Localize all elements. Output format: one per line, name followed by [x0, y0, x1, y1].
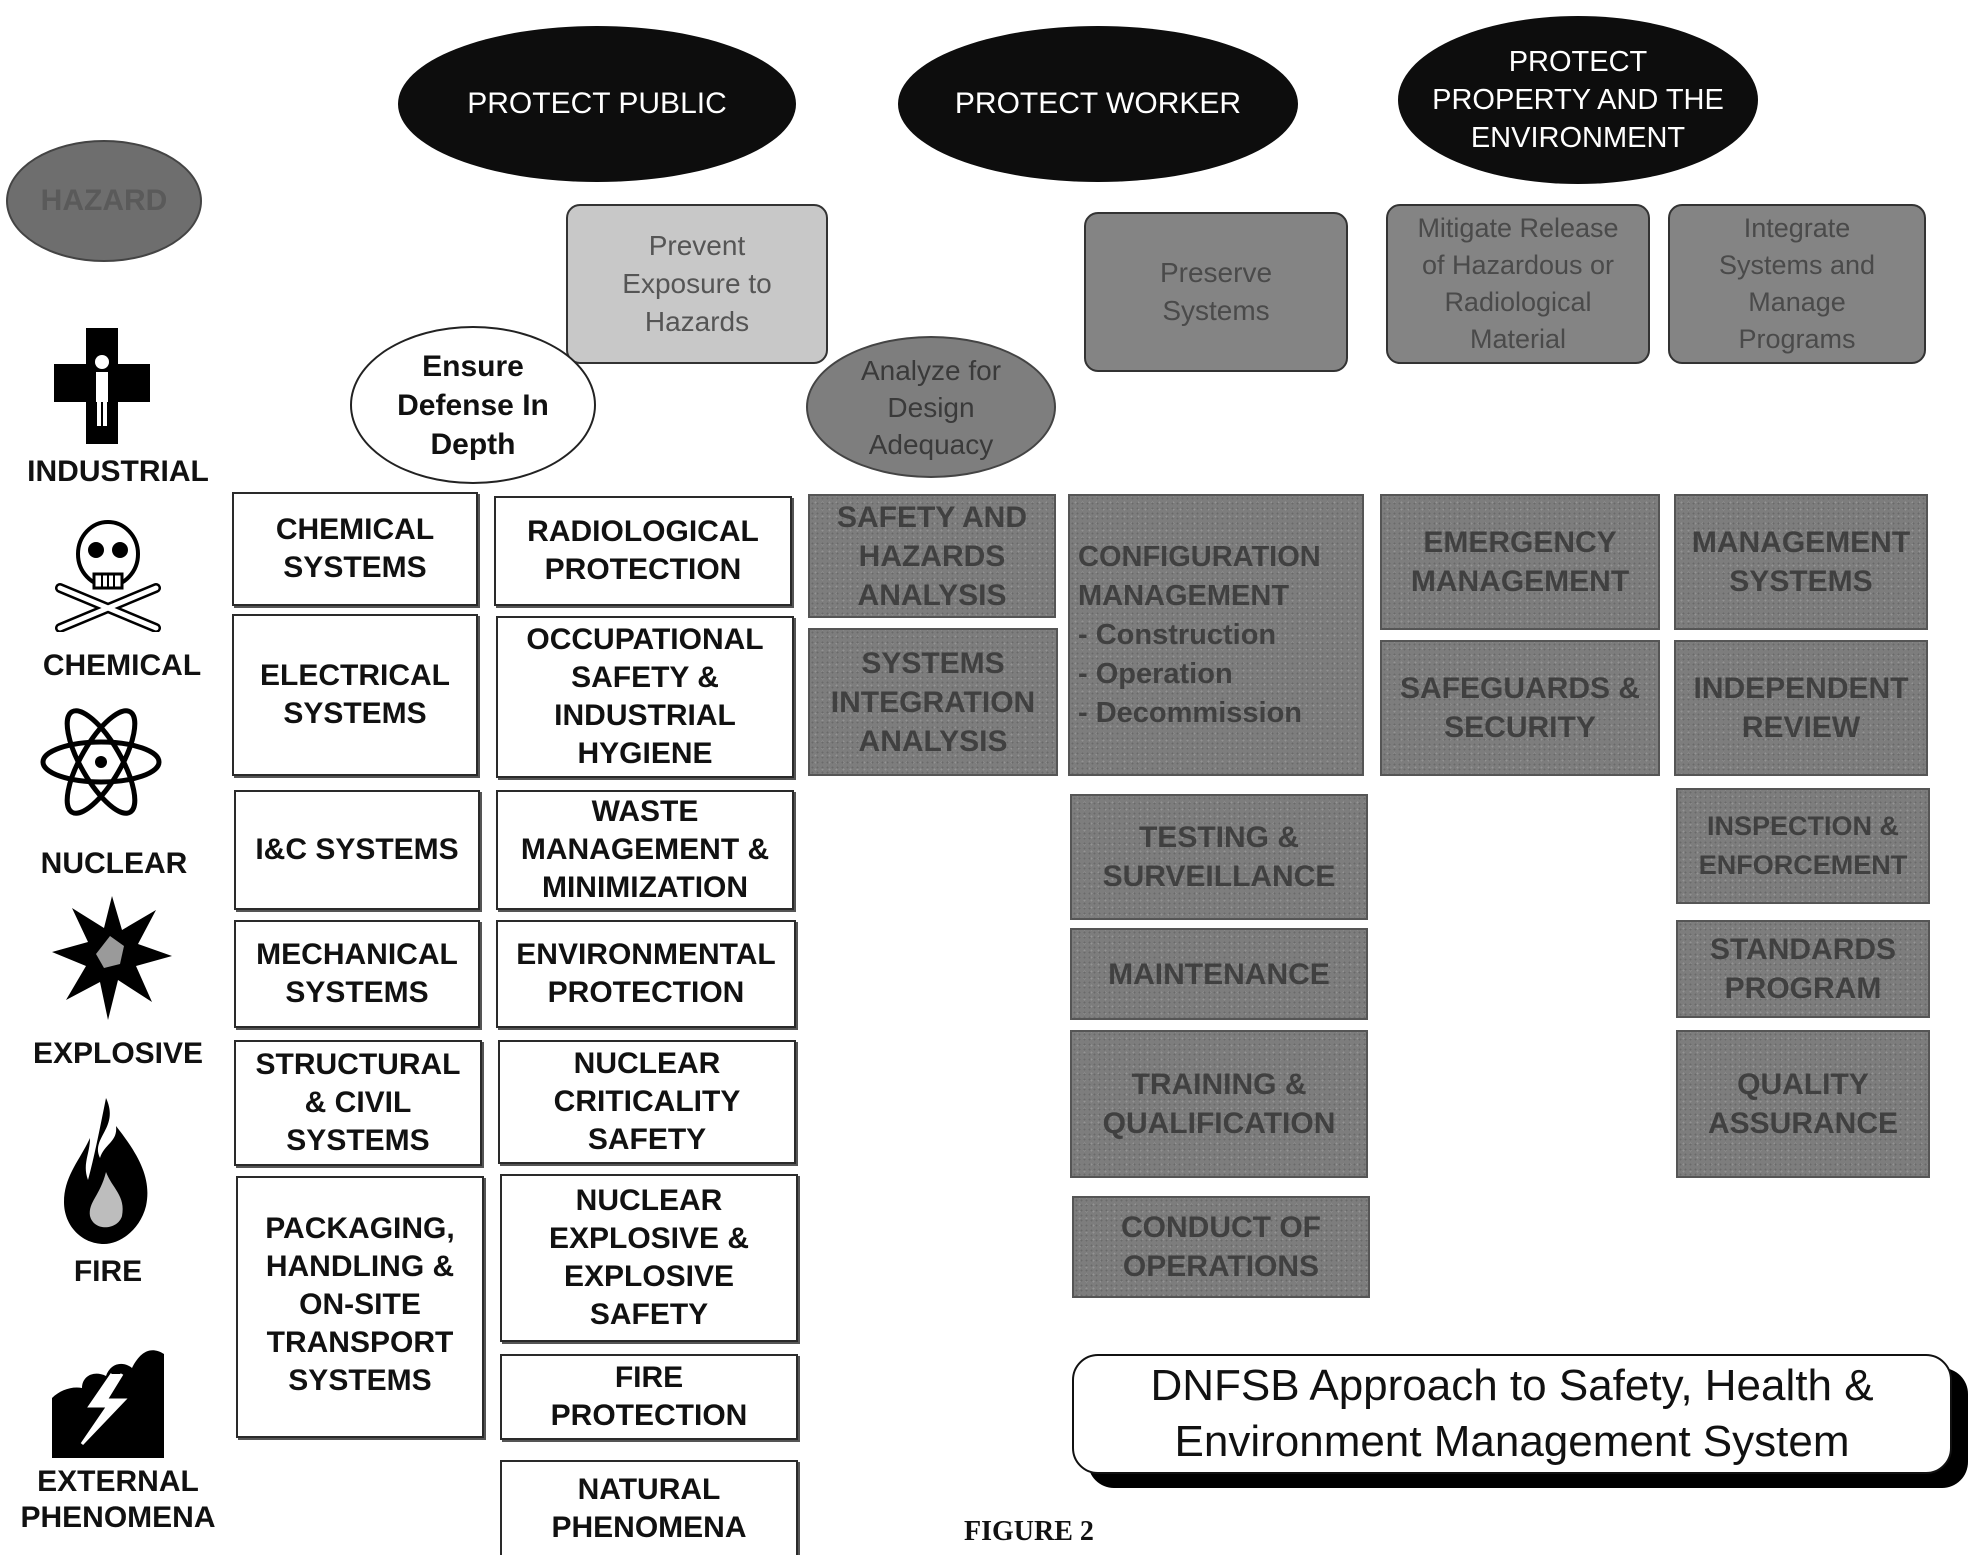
- box-nuclear-criticality: NUCLEAR CRITICALITY SAFETY: [498, 1040, 796, 1164]
- box-conduct-of-operations: CONDUCT OF OPERATIONS: [1072, 1196, 1370, 1298]
- box-training-qualification: TRAINING & QUALIFICATION: [1070, 1030, 1368, 1178]
- hazard-oval: HAZARD: [6, 140, 202, 262]
- explosion-icon: [52, 896, 172, 1020]
- box-electrical-systems: ELECTRICAL SYSTEMS: [232, 614, 478, 776]
- box-testing-surveillance: TESTING & SURVEILLANCE: [1070, 794, 1368, 920]
- diagram-title: DNFSB Approach to Safety, Health & Envir…: [1072, 1354, 1952, 1474]
- mitigate-release-box: Mitigate Release of Hazardous or Radiolo…: [1386, 204, 1650, 364]
- box-structural-systems: STRUCTURAL & CIVIL SYSTEMS: [234, 1040, 482, 1166]
- box-ic-systems: I&C SYSTEMS: [234, 790, 480, 910]
- hazard-oval-label: HAZARD: [40, 184, 168, 217]
- lightning-storm-icon: [52, 1324, 164, 1458]
- box-management-systems: MANAGEMENT SYSTEMS: [1674, 494, 1928, 630]
- box-maintenance: MAINTENANCE: [1070, 928, 1368, 1020]
- box-occupational-safety: OCCUPATIONAL SAFETY & INDUSTRIAL HYGIENE: [496, 616, 794, 778]
- goal-protect-public: PROTECT PUBLIC: [398, 26, 796, 182]
- box-explosive-safety: NUCLEAR EXPLOSIVE & EXPLOSIVE SAFETY: [500, 1174, 798, 1342]
- hazard-chemical-label: CHEMICAL: [42, 649, 202, 682]
- box-radiological-protection: RADIOLOGICAL PROTECTION: [494, 496, 792, 606]
- box-packaging-systems: PACKAGING, HANDLING & ON-SITE TRANSPORT …: [236, 1176, 484, 1438]
- box-safeguards-security: SAFEGUARDS & SECURITY: [1380, 640, 1660, 776]
- box-configuration-management: CONFIGURATION MANAGEMENT - Construction …: [1068, 494, 1364, 776]
- box-fire-protection: FIRE PROTECTION: [500, 1354, 798, 1440]
- goal-protect-worker: PROTECT WORKER: [898, 26, 1298, 182]
- flame-icon: [64, 1098, 148, 1244]
- defense-in-depth-oval: Ensure Defense In Depth: [350, 326, 596, 484]
- hazard-fire-label: FIRE: [73, 1255, 143, 1288]
- design-adequacy-oval: Analyze for Design Adequacy: [806, 336, 1056, 478]
- hazard-industrial-label: INDUSTRIAL: [27, 455, 209, 488]
- skull-crossbones-icon: [55, 520, 161, 632]
- figure-caption: FIGURE 2: [964, 1516, 1094, 1547]
- box-environmental-protection: ENVIRONMENTAL PROTECTION: [496, 920, 796, 1028]
- hazard-nuclear-label: NUCLEAR: [40, 847, 188, 880]
- box-chemical-systems: CHEMICAL SYSTEMS: [232, 492, 478, 606]
- box-inspection-enforcement: INSPECTION & ENFORCEMENT: [1676, 788, 1930, 904]
- box-emergency-management: EMERGENCY MANAGEMENT: [1380, 494, 1660, 630]
- hazard-external-label: EXTERNAL PHENOMENA: [20, 1465, 216, 1534]
- prevent-exposure-box: Prevent Exposure to Hazards: [566, 204, 828, 364]
- box-standards-program: STANDARDS PROGRAM: [1676, 920, 1930, 1018]
- box-independent-review: INDEPENDENT REVIEW: [1674, 640, 1928, 776]
- box-waste-management: WASTE MANAGEMENT & MINIMIZATION: [496, 790, 794, 910]
- atom-icon: [40, 708, 162, 816]
- box-systems-integration-analysis: SYSTEMS INTEGRATION ANALYSIS: [808, 628, 1058, 776]
- box-quality-assurance: QUALITY ASSURANCE: [1676, 1030, 1930, 1178]
- preserve-systems-box: Preserve Systems: [1084, 212, 1348, 372]
- box-natural-phenomena: NATURAL PHENOMENA: [500, 1460, 798, 1555]
- goal-protect-property: PROTECT PROPERTY AND THE ENVIRONMENT: [1398, 16, 1758, 184]
- box-mechanical-systems: MECHANICAL SYSTEMS: [234, 920, 480, 1028]
- hazard-explosive-label: EXPLOSIVE: [32, 1037, 204, 1070]
- medical-cross-icon: [54, 328, 150, 444]
- integrate-systems-box: Integrate Systems and Manage Programs: [1668, 204, 1926, 364]
- box-safety-hazards-analysis: SAFETY AND HAZARDS ANALYSIS: [808, 494, 1056, 618]
